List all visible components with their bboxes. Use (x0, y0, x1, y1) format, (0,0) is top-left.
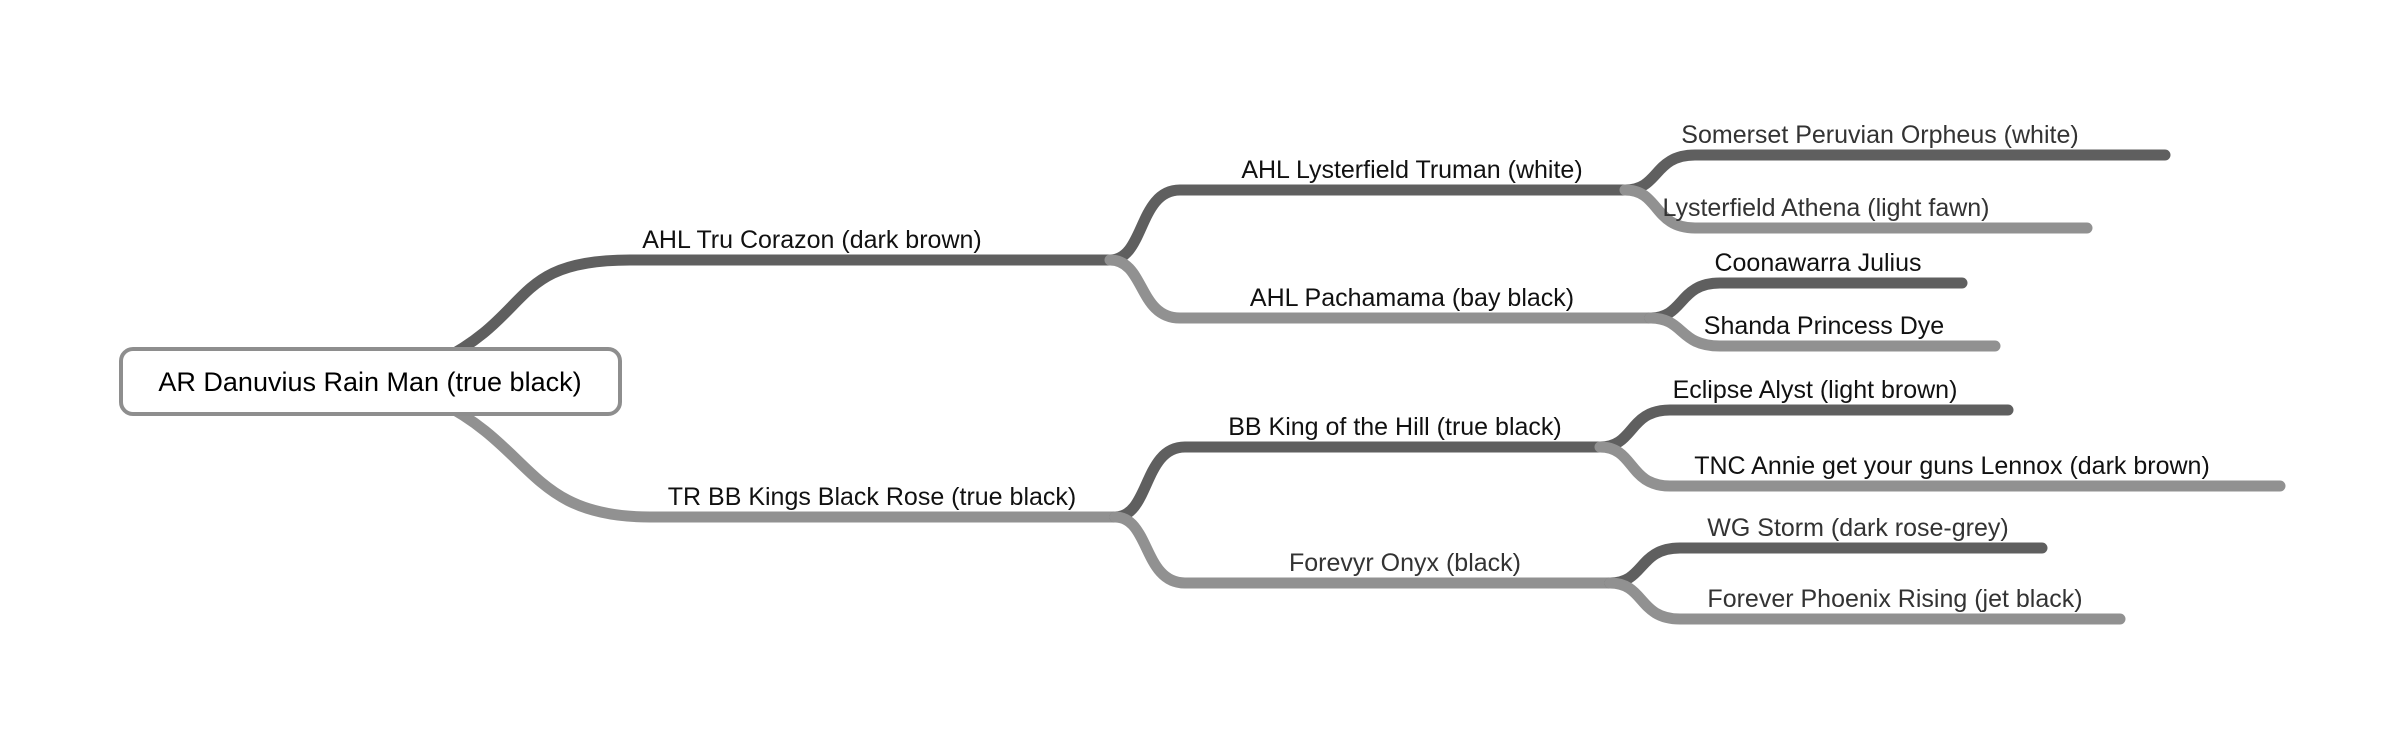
node-label-sire-sire[interactable]: AHL Lysterfield Truman (white) (1241, 156, 1582, 184)
root-node[interactable]: AR Danuvius Rain Man (true black) (119, 347, 622, 416)
node-label-dam-dam-sire[interactable]: WG Storm (dark rose-grey) (1707, 514, 2008, 542)
node-label-sire[interactable]: AHL Tru Corazon (dark brown) (642, 226, 981, 254)
node-label-dam-sire[interactable]: BB King of the Hill (true black) (1228, 413, 1561, 441)
node-label-sire-sire-dam[interactable]: Lysterfield Athena (light fawn) (1662, 194, 1989, 222)
edge-sire (434, 254, 1116, 367)
node-label-dam[interactable]: TR BB Kings Black Rose (true black) (668, 483, 1076, 511)
node-label-sire-dam-dam[interactable]: Shanda Princess Dye (1704, 312, 1944, 340)
edge-dam-dam-sire (1604, 542, 2048, 589)
node-label-dam-sire-sire[interactable]: Eclipse Alyst (light brown) (1673, 376, 1958, 404)
edge-sire-sire (1104, 184, 1631, 266)
labels-layer: AHL Tru Corazon (dark brown) AHL Lysterfi… (642, 121, 2210, 613)
root-box (119, 347, 622, 416)
node-label-dam-dam[interactable]: Forevyr Onyx (black) (1289, 549, 1521, 577)
edge-sire-dam-dam (1644, 312, 2001, 352)
edge-sire-dam (1104, 254, 1656, 324)
node-label-sire-dam-sire[interactable]: Coonawarra Julius (1714, 249, 1921, 277)
edge-dam-sire (1109, 441, 1606, 523)
node-label-dam-sire-dam[interactable]: TNC Annie get your guns Lennox (dark bro… (1694, 452, 2210, 480)
edge-dam-sire-dam (1594, 441, 2286, 492)
node-label-dam-dam-dam[interactable]: Forever Phoenix Rising (jet black) (1707, 585, 2082, 613)
edge-dam (434, 396, 1121, 523)
edge-dam-sire-sire (1594, 404, 2014, 453)
node-label-sire-sire-sire[interactable]: Somerset Peruvian Orpheus (white) (1681, 121, 2078, 149)
node-label-sire-dam[interactable]: AHL Pachamama (bay black) (1250, 284, 1574, 312)
root-label: AR Danuvius Rain Man (true black) (158, 367, 581, 397)
edge-sire-sire-sire (1619, 149, 2171, 196)
edge-dam-dam (1109, 511, 1616, 589)
edge-sire-sire-dam (1619, 184, 2093, 234)
edges-layer (434, 149, 2286, 625)
edge-dam-dam-dam (1604, 577, 2126, 625)
